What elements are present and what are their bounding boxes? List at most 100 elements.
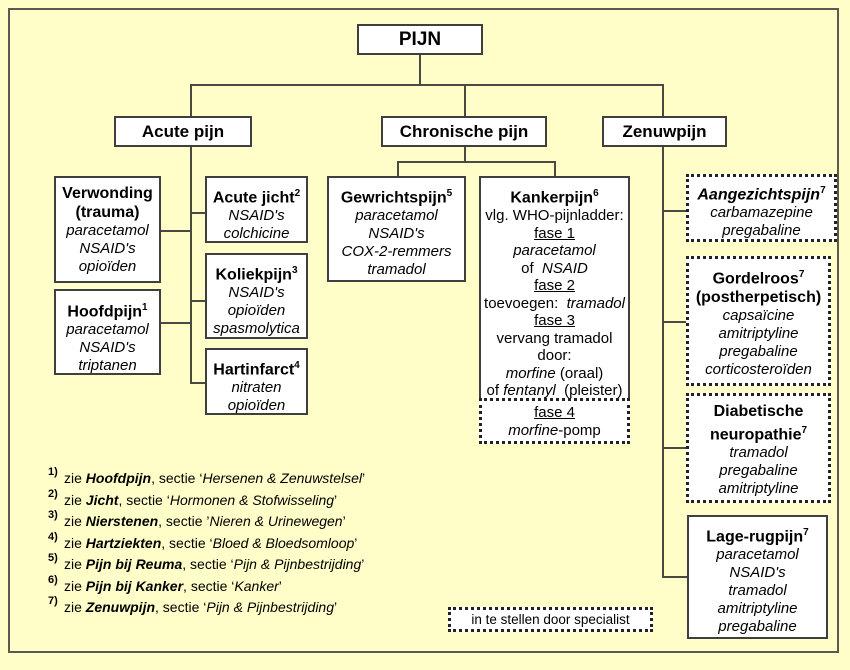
node-title: Gewrichtspijn5 — [340, 188, 453, 207]
node-title: Hoofdpijn1 — [67, 302, 148, 321]
medication: triptanen — [78, 357, 137, 375]
medication: amitriptyline — [718, 325, 799, 343]
phase-alternative: of NSAID — [521, 259, 588, 277]
node-koliekpijn: Koliekpijn3 NSAID's opioïden spasmolytic… — [205, 253, 308, 339]
category-nerve: Zenuwpijn — [602, 116, 727, 147]
node-subtitle: neuropathie7 — [709, 425, 808, 444]
connector — [160, 230, 191, 232]
medication: paracetamol — [716, 546, 799, 564]
connector — [190, 382, 205, 384]
medication: opioïden — [227, 302, 286, 320]
node-hoofdpijn: Hoofdpijn1 paracetamol NSAID's triptanen — [54, 289, 161, 375]
medication: paracetamol — [513, 242, 596, 260]
phase-label: fase 4 — [534, 404, 575, 421]
medication: COX-2-remmers — [341, 243, 452, 261]
phase-instruction: door: — [537, 347, 572, 365]
node-title: Gordelroos7 — [712, 269, 805, 288]
connector — [662, 84, 664, 117]
legend-specialist: in te stellen door specialist — [448, 607, 653, 632]
medication: tramadol — [728, 582, 787, 600]
medication: opioïden — [78, 258, 137, 275]
medication: pregabaline — [719, 343, 798, 361]
medication: paracetamol — [66, 321, 149, 339]
connector — [662, 576, 687, 578]
medication: amitriptyline — [717, 600, 798, 618]
footnote: 6)zie Pijn bij Kanker, sectie ‘Kanker’ — [48, 573, 282, 594]
phase-label: fase 3 — [534, 312, 575, 330]
medication: NSAID's — [729, 564, 786, 582]
phase-option: morfine (oraal) — [505, 364, 604, 382]
connector — [419, 54, 421, 86]
who-ladder-intro: vlg. WHO-pijnladder: — [485, 207, 624, 225]
footnote: 1)zie Hoofdpijn, sectie ‘Hersenen & Zenu… — [48, 466, 366, 486]
connector — [662, 447, 687, 449]
medication: capsaïcine — [722, 307, 795, 325]
connector — [662, 210, 687, 212]
node-diabetische-neuropathie: Diabetische neuropathie7 tramadol pregab… — [686, 393, 831, 503]
phase-label: fase 2 — [534, 277, 575, 295]
connector — [464, 84, 466, 117]
medication: NSAID's — [79, 339, 136, 357]
node-title: Aangezichtspijn7 — [697, 185, 826, 204]
node-title: Lage-rugpijn7 — [706, 527, 809, 546]
category-label: Zenuwpijn — [622, 121, 707, 141]
footnote: 5)zie Pijn bij Reuma, sectie ‘Pijn & Pij… — [48, 552, 365, 572]
phase-option: morfine-pomp — [508, 422, 601, 439]
legend-label: in te stellen door specialist — [471, 612, 630, 627]
connector — [190, 300, 205, 302]
medication: tramadol — [367, 261, 426, 279]
phase-instruction: vervang tramadol — [496, 329, 613, 347]
node-aangezichtspijn: Aangezichtspijn7 carbamazepine pregabali… — [686, 174, 837, 242]
node-title: Koliekpijn3 — [215, 265, 298, 284]
node-title: Kankerpijn6 — [510, 188, 599, 207]
category-acute: Acute pijn — [114, 116, 252, 147]
diagram-frame — [8, 8, 839, 653]
connector — [190, 212, 205, 214]
node-title: Verwonding — [62, 185, 153, 202]
connector — [190, 84, 192, 117]
footnotes: 1)zie Hoofdpijn, sectie ‘Hersenen & Zenu… — [48, 466, 366, 619]
connector — [554, 161, 556, 176]
node-subtitle: (trauma) — [75, 204, 140, 221]
medication: nitraten — [231, 379, 282, 397]
node-hartinfarct: Hartinfarct4 nitraten opioïden — [205, 348, 308, 415]
node-lage-rugpijn: Lage-rugpijn7 paracetamol NSAID's tramad… — [687, 515, 828, 639]
phase-instruction: toevoegen: tramadol — [484, 294, 625, 312]
medication: spasmolytica — [213, 320, 300, 338]
node-subtitle: (postherpetisch) — [695, 289, 822, 307]
medication: pregabaline — [719, 462, 798, 480]
node-title: Hartinfarct4 — [213, 360, 300, 379]
connector — [662, 321, 687, 323]
node-kankerpijn: Kankerpijn6 vlg. WHO-pijnladder: fase 1 … — [479, 176, 630, 400]
medication: paracetamol — [66, 222, 149, 239]
medication: NSAID's — [228, 207, 285, 225]
connector — [662, 146, 664, 577]
medication: NSAID's — [368, 225, 425, 243]
footnote: 7)zie Zenuwpijn, sectie ‘Pijn & Pijnbest… — [48, 595, 338, 615]
category-label: Chronische pijn — [399, 121, 529, 141]
medication: pregabaline — [722, 222, 801, 240]
connector — [190, 146, 192, 383]
medication: NSAID's — [79, 240, 136, 257]
node-gewrichtspijn: Gewrichtspijn5 paracetamol NSAID's COX-2… — [327, 176, 466, 282]
medication: NSAID's — [228, 284, 285, 302]
category-chronic: Chronische pijn — [381, 116, 547, 147]
medication: amitriptyline — [718, 480, 799, 498]
medication: opioïden — [227, 397, 286, 415]
medication: colchicine — [223, 225, 290, 243]
node-acute-jicht: Acute jicht2 NSAID's colchicine — [205, 176, 308, 243]
node-verwonding: Verwonding (trauma) paracetamol NSAID's … — [54, 176, 161, 283]
connector — [397, 161, 399, 176]
node-kankerpijn-fase4: fase 4 morfine-pomp — [479, 398, 630, 444]
node-gordelroos: Gordelroos7 (postherpetisch) capsaïcine … — [686, 256, 831, 386]
connector — [397, 161, 555, 163]
footnote: 4)zie Hartziekten, sectie ‘Bloed & Bloed… — [48, 530, 358, 551]
connector — [160, 322, 191, 324]
phase-label: fase 1 — [534, 224, 575, 242]
root-node: PIJN — [357, 24, 483, 55]
node-title: Diabetische — [713, 403, 804, 420]
medication: paracetamol — [355, 207, 438, 225]
footnote: 2)zie Jicht, sectie ‘Hormonen & Stofwiss… — [48, 487, 338, 508]
node-title: Acute jicht2 — [212, 188, 301, 207]
medication: carbamazepine — [710, 204, 813, 222]
